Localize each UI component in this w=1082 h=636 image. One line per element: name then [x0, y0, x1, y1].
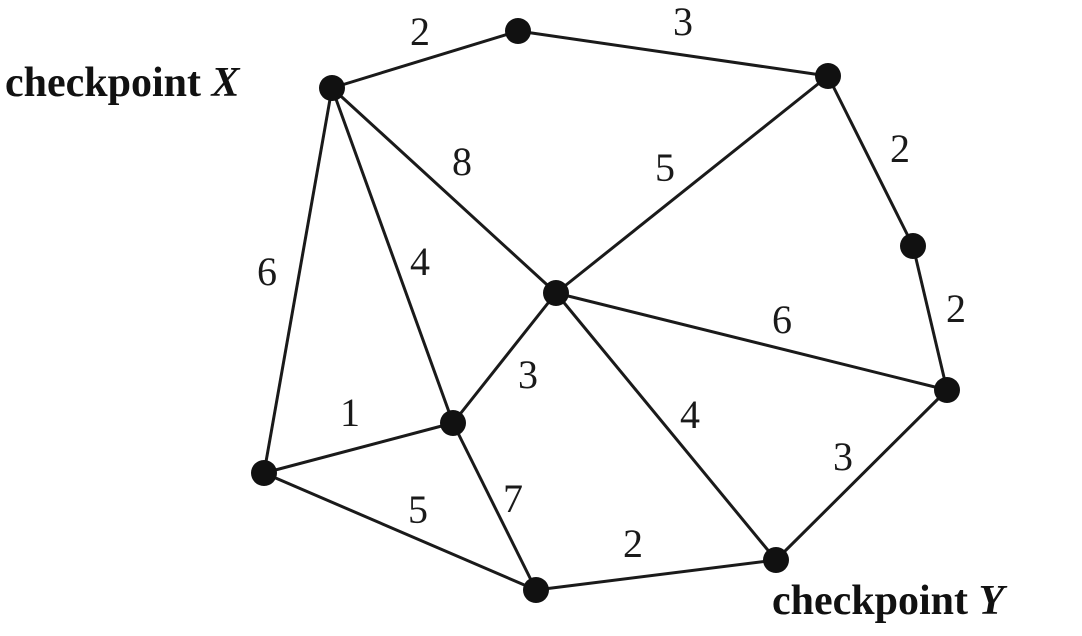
node-X: [319, 75, 345, 101]
node-B: [815, 63, 841, 89]
node-C: [900, 233, 926, 259]
edge-X-F: [262, 87, 334, 474]
edge-C-D: [911, 245, 949, 391]
edge-weight-D-Y: 3: [833, 434, 853, 479]
node-H: [543, 280, 569, 306]
edge-weight-B-C: 2: [890, 126, 910, 171]
edge-A-B: [517, 29, 829, 78]
node-D: [934, 377, 960, 403]
edge-Y-E: [535, 558, 777, 592]
checkpoint-y-label: checkpoint Y: [772, 578, 1008, 624]
edge-weight-H-B: 5: [655, 145, 675, 190]
edge-H-B: [555, 74, 829, 295]
edge-weight-E-G: 7: [503, 476, 523, 521]
node-F: [251, 460, 277, 486]
edge-weight-X-A: 2: [410, 9, 430, 54]
edge-F-G: [263, 421, 454, 475]
edge-X-G: [330, 87, 455, 424]
edge-H-Y: [554, 292, 778, 561]
node-Y: [763, 547, 789, 573]
edge-weight-E-F: 5: [408, 487, 428, 532]
edge-E-G: [451, 422, 538, 591]
node-A: [505, 18, 531, 44]
edge-weight-X-G: 4: [410, 239, 430, 284]
edge-weight-H-G: 3: [518, 352, 538, 397]
edge-B-C: [826, 75, 915, 247]
edge-weight-X-F: 6: [257, 249, 277, 294]
edge-E-F: [263, 471, 537, 592]
edge-weight-H-D: 6: [772, 297, 792, 342]
edge-weight-F-G: 1: [340, 390, 360, 435]
edge-weight-A-B: 3: [673, 0, 693, 44]
edge-X-H: [330, 86, 558, 295]
edge-weight-H-Y: 4: [680, 392, 700, 437]
edge-weight-Y-E: 2: [623, 521, 643, 566]
edge-H-D: [555, 291, 948, 392]
edge-D-Y: [774, 388, 949, 562]
edge-H-G: [451, 292, 558, 424]
edge-X-A: [331, 29, 519, 90]
edge-weight-X-H: 8: [452, 139, 472, 184]
checkpoint-x-label: checkpoint X: [5, 60, 241, 106]
edge-weight-C-D: 2: [946, 286, 966, 331]
node-G: [440, 410, 466, 436]
node-E: [523, 577, 549, 603]
